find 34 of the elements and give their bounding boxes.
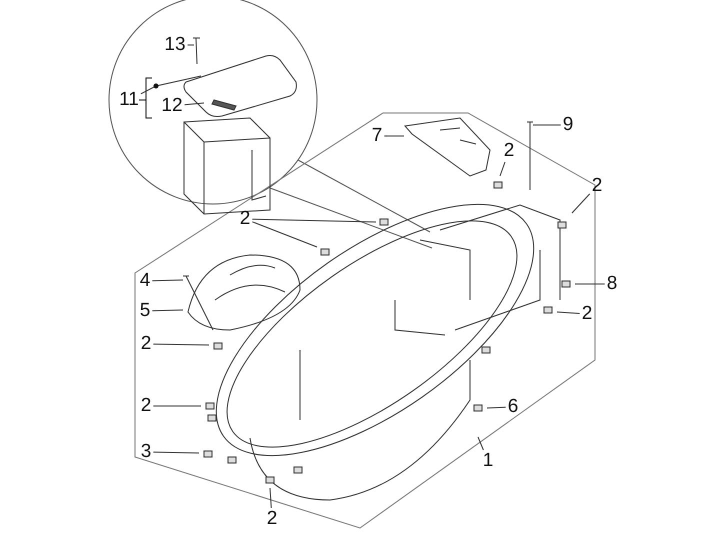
callout-number: 2: [592, 176, 602, 196]
leader-line: [532, 124, 562, 126]
leader-line: [478, 436, 484, 450]
callout-number: 3: [140, 442, 152, 462]
callout-number: 2: [266, 509, 278, 529]
callout-number: 7: [372, 126, 382, 146]
callout-number: 2: [582, 304, 592, 324]
callout-number: 2: [140, 396, 152, 416]
callout-number: 13: [164, 35, 186, 55]
leader-line: [572, 193, 590, 214]
callout-number: 2: [240, 209, 250, 229]
leader-line: [184, 102, 204, 106]
callout-number: 1: [482, 451, 494, 471]
callout-number: 12: [161, 96, 183, 116]
callout-number: 9: [562, 115, 574, 135]
callout-number: 2: [504, 141, 514, 161]
callout-number: 6: [508, 397, 518, 417]
leader-line: [556, 312, 580, 314]
leader-line: [140, 76, 202, 94]
callout-number: 11: [119, 90, 139, 110]
leader-line: [152, 452, 200, 454]
leader-line: [152, 310, 184, 312]
callout-number: 4: [140, 271, 150, 291]
leader-line: [152, 344, 210, 346]
callout-number: 8: [606, 274, 618, 294]
leader-line: [500, 162, 506, 176]
leader-line: [252, 221, 318, 248]
callout-number: 5: [140, 301, 150, 321]
leader-line: [152, 280, 184, 282]
leader-line: [252, 218, 376, 222]
leader-line: [486, 406, 506, 408]
leader-line: [187, 44, 194, 46]
callout-number: 2: [140, 334, 152, 354]
leader-line: [270, 488, 272, 508]
